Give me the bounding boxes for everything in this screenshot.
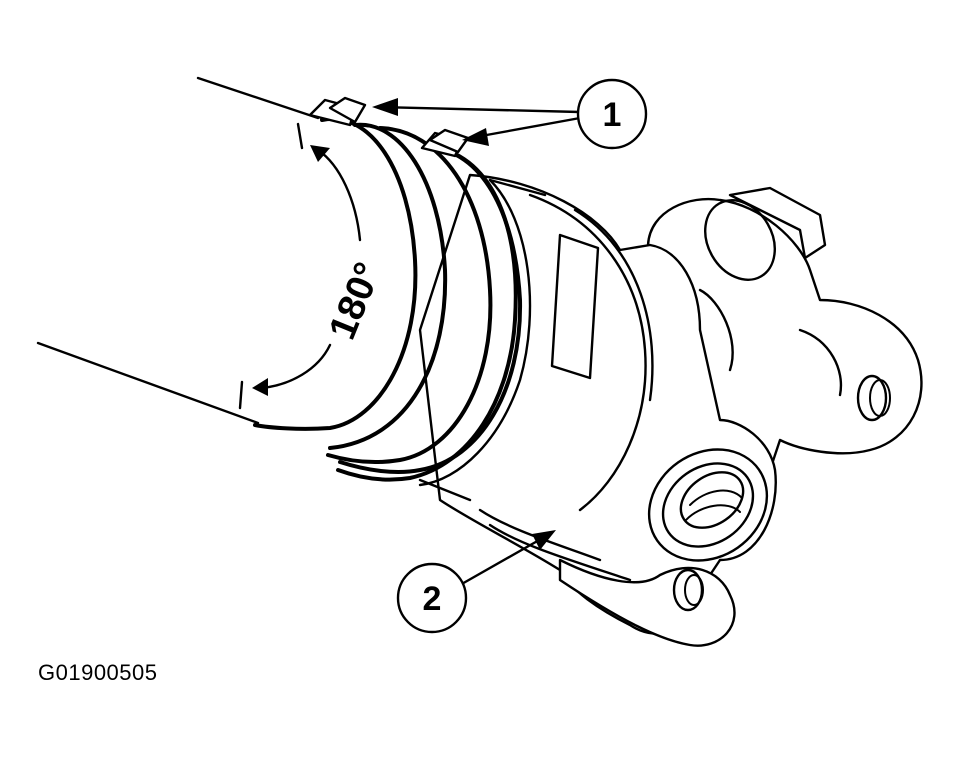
arrowhead-icon	[310, 145, 330, 162]
arrowhead-icon	[252, 378, 268, 396]
callout-2-number: 2	[423, 580, 442, 618]
arrowhead-icon	[532, 530, 556, 550]
arrowhead-icon	[462, 128, 489, 146]
joint-housing	[418, 173, 777, 647]
angle-indicator: 180°	[238, 122, 390, 410]
callout-1: 1	[372, 78, 648, 150]
arrowhead-icon	[372, 98, 398, 116]
shaft-tube	[36, 76, 320, 425]
callout-2: 2	[396, 530, 556, 634]
figure-id-label: G01900505	[38, 660, 158, 685]
angle-label: 180°	[321, 257, 389, 346]
callout-1-number: 1	[603, 96, 622, 134]
